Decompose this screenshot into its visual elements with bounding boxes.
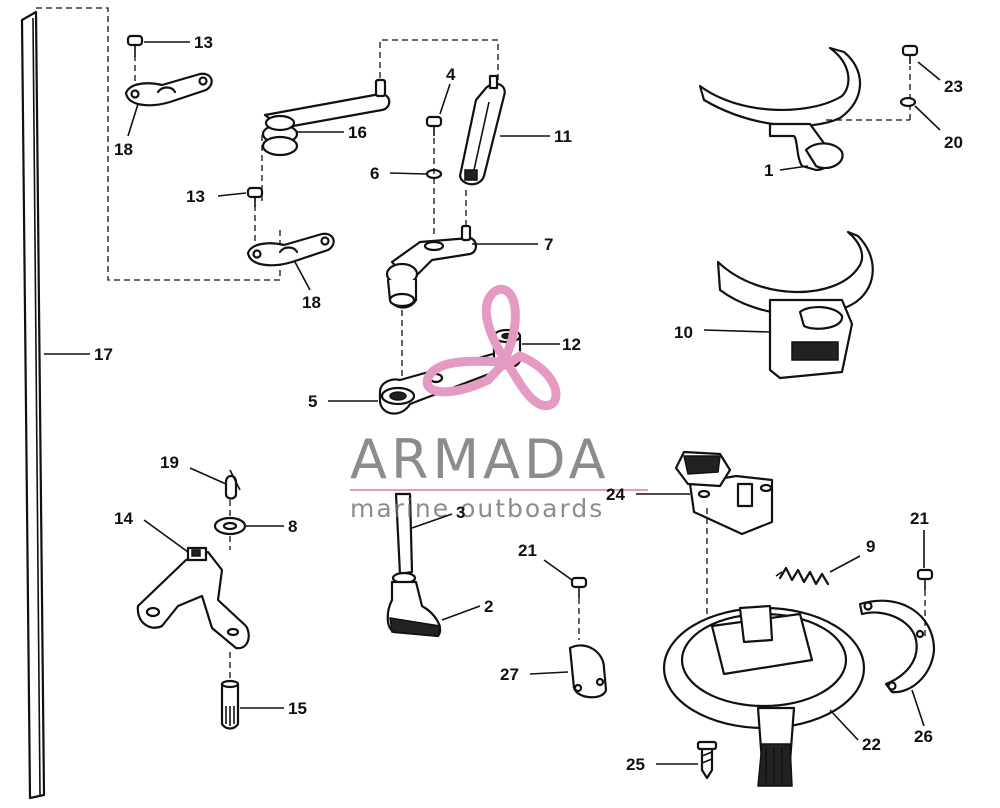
- callout-1: 1: [764, 161, 773, 180]
- part-27-clip: [568, 644, 608, 699]
- callout-22: 22: [862, 735, 881, 754]
- callout-11: 11: [554, 127, 572, 146]
- callout-18-top: 18: [114, 140, 133, 159]
- part-23-screw: [901, 44, 919, 64]
- watermark-brand: ARMADA: [350, 428, 610, 491]
- callout-15: 15: [288, 699, 307, 718]
- callout-17: 17: [94, 345, 113, 364]
- callout-13-mid: 13: [186, 187, 205, 206]
- part-19-pin: [224, 469, 241, 500]
- callout-20: 20: [944, 133, 963, 152]
- callout-7: 7: [544, 235, 553, 254]
- part-7-link: [385, 224, 478, 309]
- part-14-bracket: [136, 546, 250, 650]
- part-26-retainer: [858, 599, 936, 694]
- watermark-tagline: marine outboards: [350, 494, 604, 523]
- callout-18-mid: 18: [302, 293, 321, 312]
- callout-8: 8: [288, 517, 297, 536]
- callout-16: 16: [348, 123, 367, 142]
- part-22-base: [662, 604, 866, 787]
- callout-4: 4: [446, 65, 456, 84]
- assembly-guide-left: [36, 7, 281, 281]
- callout-23: 23: [944, 77, 963, 96]
- callout-13-top: 13: [194, 33, 213, 52]
- part-4-screw: [425, 115, 443, 136]
- part-2-foot: [386, 580, 442, 638]
- callout-12: 12: [562, 335, 581, 354]
- part-16-arm: [261, 39, 499, 157]
- callout-6: 6: [370, 164, 379, 183]
- part-10-yoke-lower: [716, 230, 874, 380]
- watermark: ARMADA marine outboards: [350, 284, 648, 523]
- part-11-lever: [458, 74, 506, 186]
- callout-19: 19: [160, 453, 179, 472]
- callout-2: 2: [484, 597, 493, 616]
- part-13-screw-top: [126, 34, 144, 57]
- propeller-logo: [422, 284, 561, 410]
- callout-9: 9: [866, 537, 875, 556]
- leader-lines: [44, 41, 941, 765]
- callout-5: 5: [308, 392, 317, 411]
- part-3-shaft: [391, 492, 417, 585]
- part-13-screw-mid: [246, 186, 264, 207]
- part-8-washer: [213, 516, 247, 536]
- callout-21-mid: 21: [518, 541, 537, 560]
- callout-25: 25: [626, 755, 645, 774]
- callouts: 13 18 13 18 16 4 11 6 7 12 5 17 19 14 8 …: [94, 33, 963, 774]
- callout-24: 24: [606, 485, 625, 504]
- part-21-screw-right: [916, 568, 934, 590]
- part-21-screw-mid: [570, 576, 588, 598]
- part-18-plate-top: [124, 72, 213, 107]
- part-25-screw: [696, 740, 718, 780]
- callout-14: 14: [114, 509, 133, 528]
- callout-21-right: 21: [910, 509, 929, 528]
- part-20-washer: [899, 96, 917, 108]
- callout-26: 26: [914, 727, 933, 746]
- callout-27: 27: [500, 665, 519, 684]
- part-15-stud: [220, 679, 240, 730]
- callout-3: 3: [456, 503, 465, 522]
- part-1-yoke-upper: [698, 46, 911, 172]
- part-17-rod: [20, 10, 46, 800]
- part-9-spring: [775, 566, 830, 586]
- part-18-plate-mid: [246, 232, 335, 267]
- part-24-trigger: [674, 450, 774, 536]
- callout-10: 10: [674, 323, 693, 342]
